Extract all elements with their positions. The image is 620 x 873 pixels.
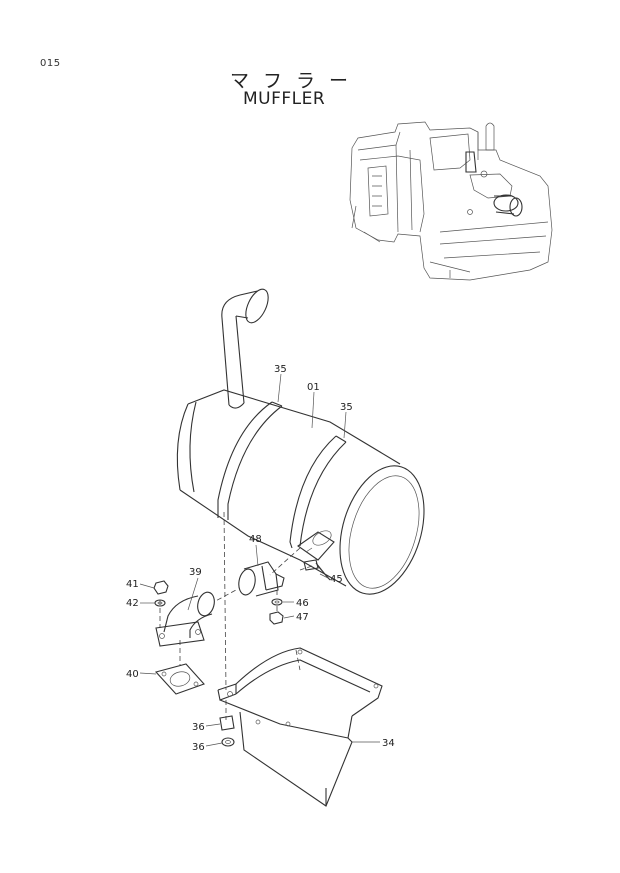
callout-42: 42 xyxy=(126,598,139,609)
callout-47: 47 xyxy=(296,612,309,623)
bracket-34 xyxy=(217,647,383,807)
engine-location-inset xyxy=(349,121,553,281)
callout-36: 36 xyxy=(192,722,205,733)
clamp-48 xyxy=(238,561,285,597)
muffler-body xyxy=(176,389,425,595)
callout-35: 35 xyxy=(274,364,287,375)
gasket-40 xyxy=(154,663,205,695)
title-english: MUFFLER xyxy=(243,89,326,109)
callout-35: 35 xyxy=(340,402,353,413)
tail-pipe xyxy=(221,288,269,409)
leader-lines xyxy=(139,373,380,747)
callout-01: 01 xyxy=(307,382,320,393)
spacer-36 xyxy=(219,715,235,731)
callout-34: 34 xyxy=(382,738,395,749)
page-number: 015 xyxy=(40,58,61,69)
washer-36 xyxy=(221,737,235,747)
assembly-lines xyxy=(159,511,313,720)
callout-40: 40 xyxy=(126,669,139,680)
callout-46: 46 xyxy=(296,598,309,609)
callout-41: 41 xyxy=(126,579,139,590)
elbow-pipe-39 xyxy=(155,591,215,647)
nut-41 xyxy=(153,580,169,595)
callout-48: 48 xyxy=(249,534,262,545)
title-japanese: マフラー xyxy=(230,70,363,92)
callout-39: 39 xyxy=(189,567,202,578)
callout-45: 45 xyxy=(330,574,343,585)
nut-47 xyxy=(269,611,284,625)
washer-46 xyxy=(271,598,283,606)
callout-36: 36 xyxy=(192,742,205,753)
callout-labels: 35 01 35 48 39 41 42 45 46 47 40 36 36 3… xyxy=(126,364,395,753)
